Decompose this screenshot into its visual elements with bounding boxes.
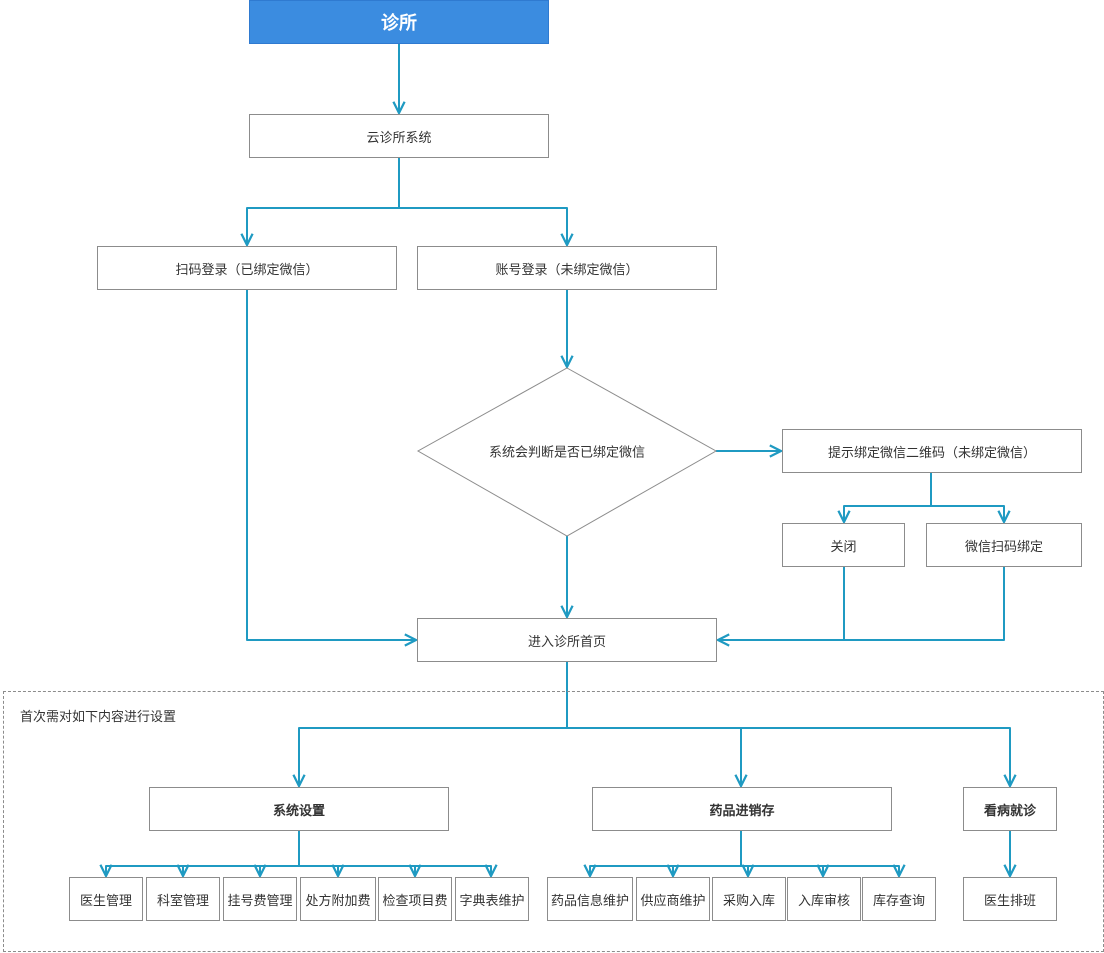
prompt-qr-node[interactable]: 提示绑定微信二维码（未绑定微信） (782, 429, 1082, 473)
leaf-supplier[interactable]: 供应商维护 (636, 877, 710, 921)
leaf-inventory-query[interactable]: 库存查询 (862, 877, 936, 921)
connector-home-to-consult (741, 727, 1010, 786)
setup-group-label: 首次需对如下内容进行设置 (20, 710, 177, 725)
leaf-stock-in-review[interactable]: 入库审核 (787, 877, 861, 921)
cloud-system-node[interactable]: 云诊所系统 (249, 114, 549, 158)
close-node[interactable]: 关闭 (782, 523, 905, 567)
system-settings-node[interactable]: 系统设置 (149, 787, 449, 831)
account-login-node[interactable]: 账号登录（未绑定微信） (417, 246, 717, 290)
clinic-header[interactable]: 诊所 (249, 0, 549, 44)
connector-prompt-split (844, 473, 932, 522)
connector-bind-to-home (844, 567, 1005, 641)
leaf-registration-fee[interactable]: 挂号费管理 (223, 877, 297, 921)
leaf-dictionary[interactable]: 字典表维护 (455, 877, 529, 921)
connector-pharmacy-bus (590, 831, 742, 876)
connector-scan-to-home (246, 290, 416, 640)
leaf-drug-info[interactable]: 药品信息维护 (547, 877, 633, 921)
connector-home-split (299, 662, 568, 786)
leaf-doctor-management[interactable]: 医生管理 (69, 877, 143, 921)
leaf-doctor-schedule[interactable]: 医生排班 (963, 877, 1057, 921)
connector-system-split (247, 158, 400, 245)
leaf-purchase-in[interactable]: 采购入库 (712, 877, 786, 921)
enter-home-node[interactable]: 进入诊所首页 (417, 618, 717, 662)
connector-settings-bus (106, 831, 300, 876)
connector-close-to-home (718, 567, 845, 640)
check-wechat-label: 系统会判断是否已绑定微信 (488, 445, 646, 461)
pharmacy-node[interactable]: 药品进销存 (592, 787, 892, 831)
leaf-exam-fee[interactable]: 检查项目费 (378, 877, 452, 921)
connector-system-to-account (399, 207, 567, 245)
consultation-node[interactable]: 看病就诊 (963, 787, 1057, 831)
wechat-scan-bind-node[interactable]: 微信扫码绑定 (926, 523, 1082, 567)
connector-prompt-to-bind (931, 505, 1004, 522)
leaf-department-management[interactable]: 科室管理 (146, 877, 220, 921)
leaf-prescription-surcharge[interactable]: 处方附加费 (300, 877, 376, 921)
scan-login-node[interactable]: 扫码登录（已绑定微信） (97, 246, 397, 290)
decision-diamond (416, 367, 718, 537)
